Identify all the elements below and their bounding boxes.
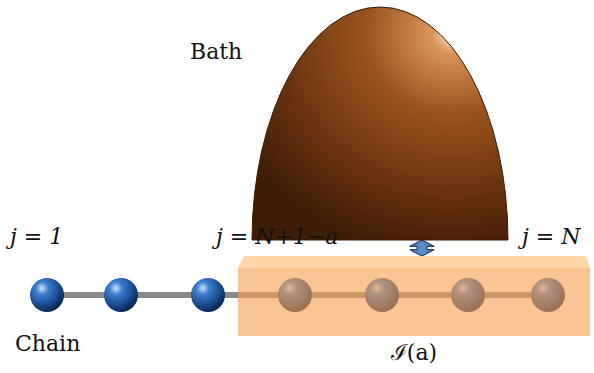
slab-front xyxy=(238,268,590,336)
site-index-label: j = N+1−a xyxy=(216,224,338,250)
site-index-label: j = N xyxy=(522,224,581,250)
region-label: ℐ(a) xyxy=(391,340,437,366)
bath-label: Bath xyxy=(190,39,242,65)
site-index-label: j = 1 xyxy=(10,224,63,250)
bath-surface xyxy=(252,7,508,240)
chain-site xyxy=(30,278,64,312)
interaction-region: ℐ(a) xyxy=(238,256,590,336)
chain-site xyxy=(104,278,138,312)
dome-shape xyxy=(252,5,508,240)
bath-dome: Bath xyxy=(252,5,508,240)
slab-top xyxy=(238,256,590,268)
chain-label: Chain xyxy=(15,331,80,357)
coupling-arrow xyxy=(410,240,434,256)
chain-site xyxy=(191,278,225,312)
slab-shape xyxy=(238,256,590,336)
